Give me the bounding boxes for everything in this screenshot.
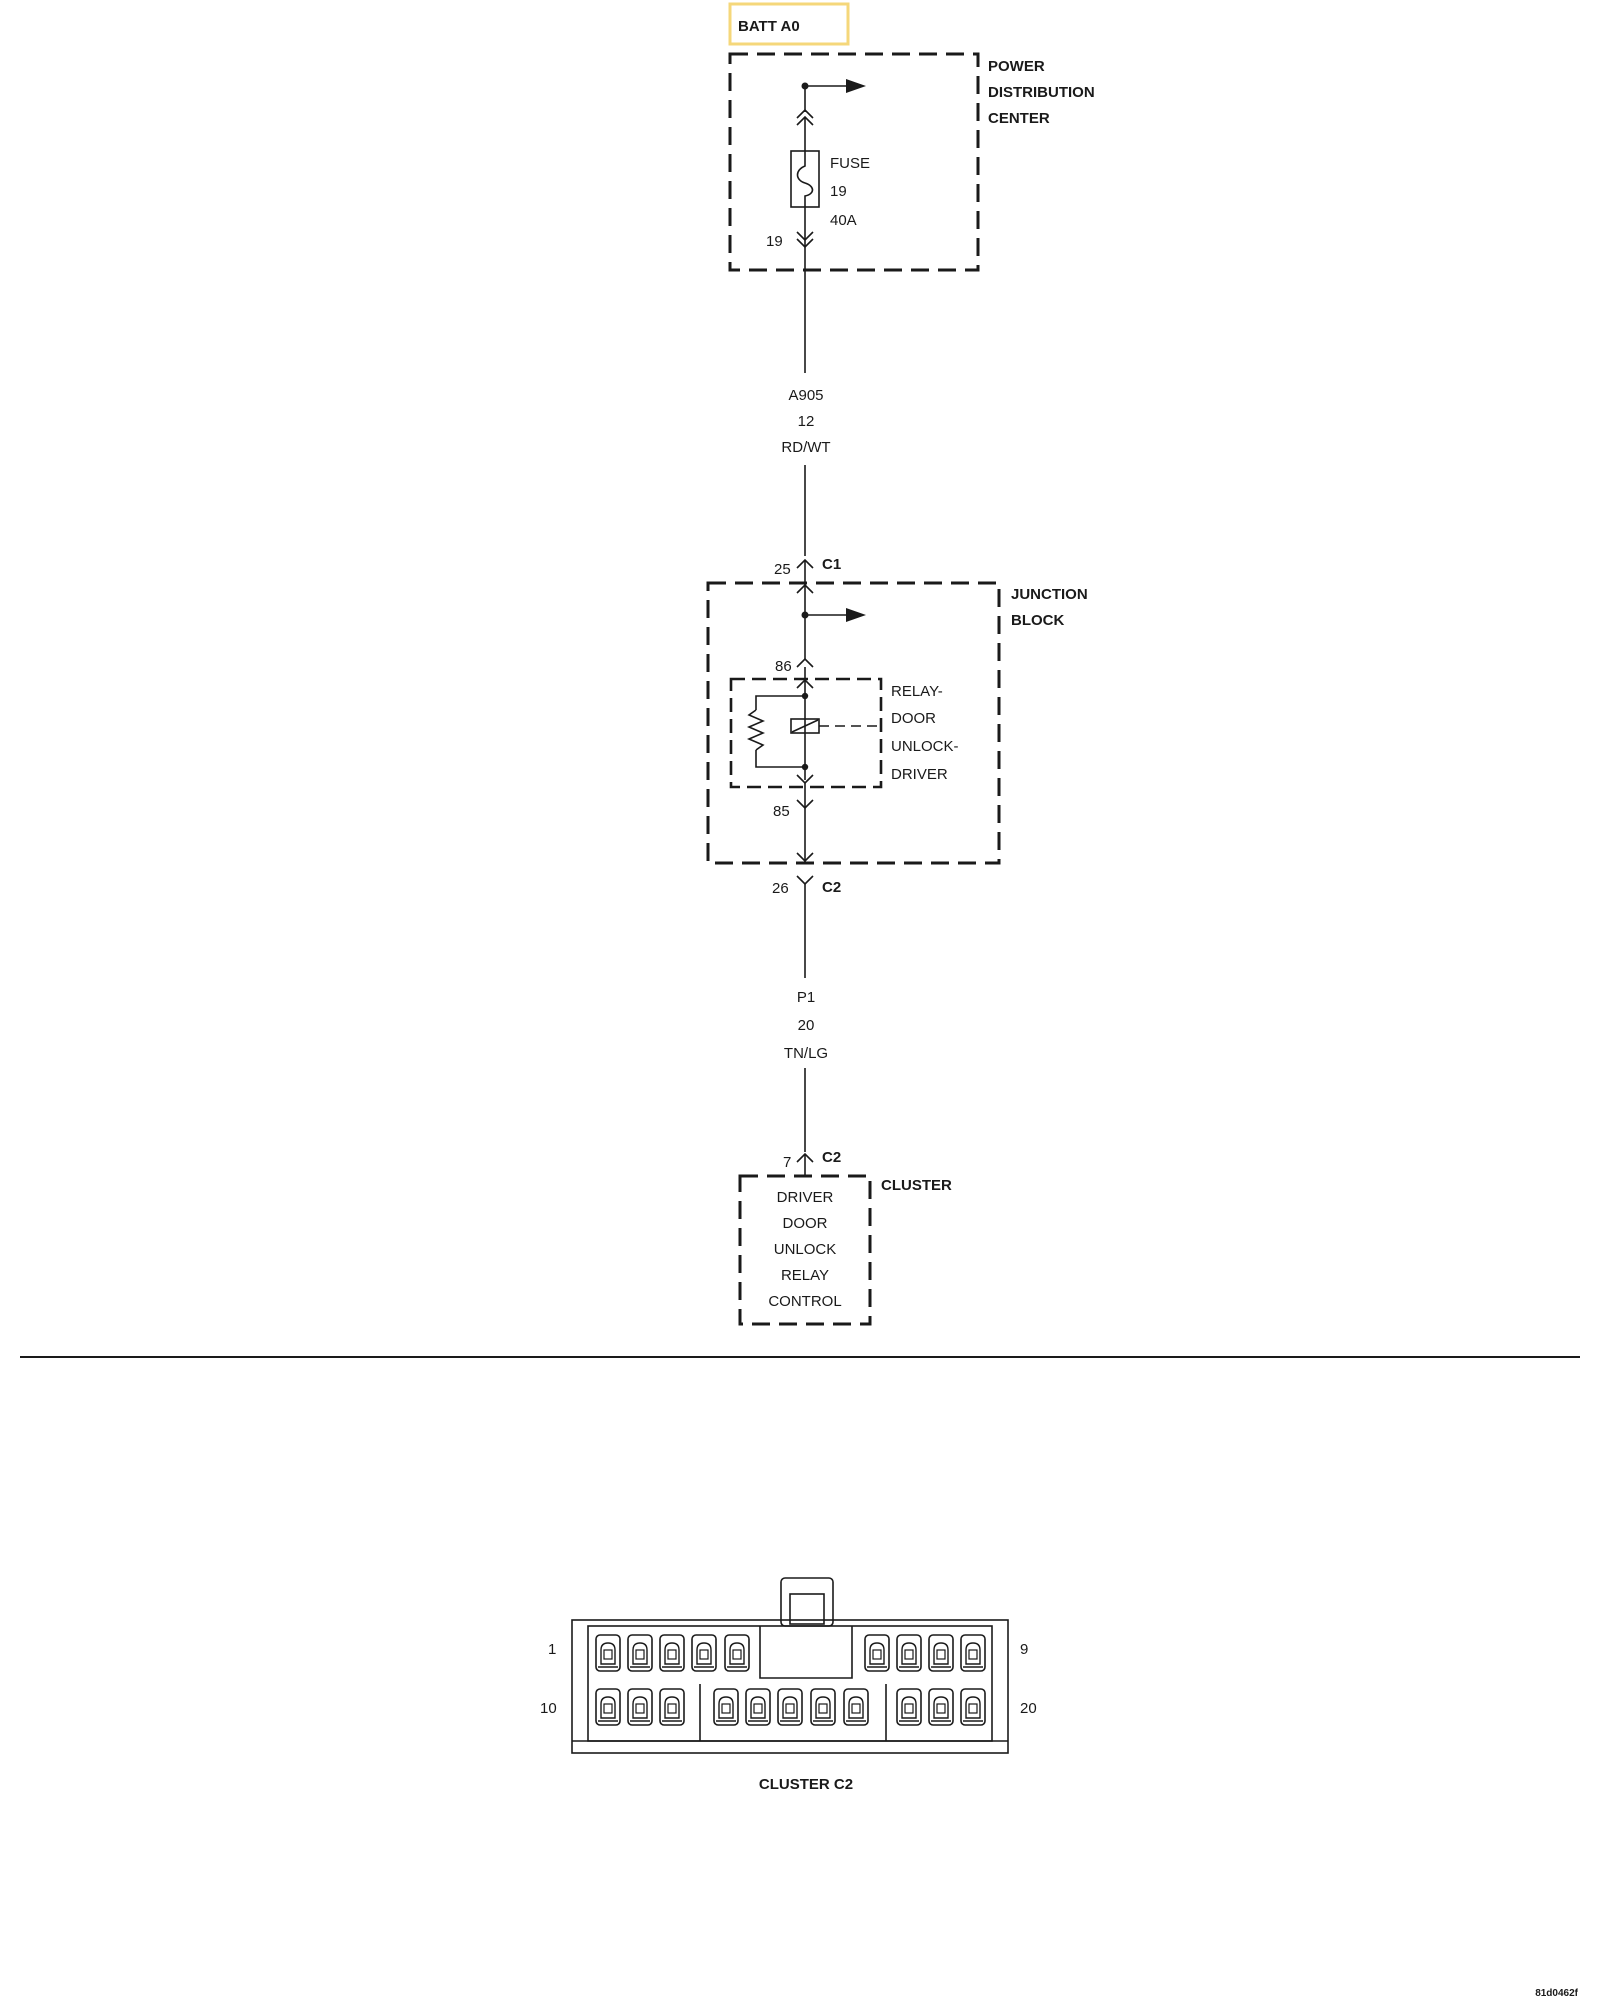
jb-title-line-1: JUNCTION xyxy=(1011,586,1088,603)
connector-cavity-20 xyxy=(960,1688,986,1726)
connector-cavity-8 xyxy=(928,1634,954,1672)
cluster-function-line-2: DOOR xyxy=(783,1215,828,1232)
relay-label-line-4: DRIVER xyxy=(891,766,948,783)
relay-label-line-1: RELAY- xyxy=(891,683,943,700)
connector-cavity-2 xyxy=(627,1634,653,1672)
wire-a905-color: RD/WT xyxy=(781,439,830,456)
battery-label: BATT A0 xyxy=(738,18,800,35)
junction-block: 25 C1 JUNCTION BLOCK 86 RELAY- DOOR UNLO… xyxy=(706,556,1088,897)
relay-label-line-3: UNLOCK- xyxy=(891,738,959,755)
relay-pin85-chevron xyxy=(796,799,814,810)
jb-bottom-chevron-icon xyxy=(796,852,814,863)
wire-p1-gauge: 20 xyxy=(798,1017,815,1034)
pdc-cavity-number: 19 xyxy=(766,233,783,250)
relay-pin86-chevron xyxy=(796,657,814,668)
connector-keyway xyxy=(759,1626,853,1679)
connector-latch-icon xyxy=(780,1577,834,1627)
connector-cavity-15 xyxy=(777,1688,803,1726)
connector-cavity-12 xyxy=(659,1688,685,1726)
jb-c1-connector-label: C1 xyxy=(822,556,841,573)
jb-c2-pin-number: 26 xyxy=(772,880,789,897)
cluster-function-line-4: RELAY xyxy=(781,1267,829,1284)
connector-cavity-4 xyxy=(691,1634,717,1672)
wire-p1: P1 20 TN/LG xyxy=(784,884,828,1152)
jb-c2-connector-label: C2 xyxy=(822,879,841,896)
connector-cavity-7 xyxy=(896,1634,922,1672)
wire-a905: A905 12 RD/WT xyxy=(781,246,831,556)
wire-p1-color: TN/LG xyxy=(784,1045,828,1062)
connector-cavities xyxy=(595,1634,986,1726)
relay-label-line-2: DOOR xyxy=(891,710,936,727)
pdc-title-line-2: DISTRIBUTION xyxy=(988,84,1095,101)
cluster-function-line-1: DRIVER xyxy=(777,1189,834,1206)
connector-pin-label-9: 9 xyxy=(1020,1641,1028,1658)
fuse-element-icon xyxy=(796,151,814,207)
connector-cavity-1 xyxy=(595,1634,621,1672)
relay-coil-diagonal xyxy=(791,719,819,733)
pdc-connector-upper-chevron-1 xyxy=(796,108,814,119)
connector-cavity-11 xyxy=(627,1688,653,1726)
wire-a905-gauge: 12 xyxy=(798,413,815,430)
cluster: 7 C2 CLUSTER DRIVER DOOR UNLOCK RELAY CO… xyxy=(738,1149,952,1326)
jb-branch-arrow-icon xyxy=(846,608,866,622)
wire-p1-circuit: P1 xyxy=(797,989,815,1006)
cluster-pin-number: 7 xyxy=(783,1154,791,1171)
relay-resistor-icon xyxy=(746,709,766,751)
junction-block-outline xyxy=(706,581,1001,865)
cluster-title: CLUSTER xyxy=(881,1177,952,1194)
connector-pin-label-10: 10 xyxy=(540,1700,557,1717)
jb-bus-chevron-icon xyxy=(796,583,814,594)
pdc-connector-lower-chevron-1 xyxy=(796,231,814,242)
connector-pin-label-1: 1 xyxy=(548,1641,556,1658)
connector-cavity-16 xyxy=(810,1688,836,1726)
pdc-outline xyxy=(728,52,980,272)
figure-id: 81d0462f xyxy=(1535,1988,1578,1999)
connector-cavity-5 xyxy=(724,1634,750,1672)
pdc-branch-arrow-icon xyxy=(846,79,866,93)
relay-outline xyxy=(729,677,883,789)
connector-caption: CLUSTER C2 xyxy=(759,1776,853,1793)
fuse-number: 19 xyxy=(830,183,847,200)
fuse-rating: 40A xyxy=(830,212,857,229)
relay-top-chevron-icon xyxy=(796,678,814,689)
relay-resistor-loop-wire xyxy=(755,695,805,710)
jb-c1-pin-number: 25 xyxy=(774,561,791,578)
relay-resistor-return-wire xyxy=(755,750,805,768)
fuse-label: FUSE xyxy=(830,155,870,172)
relay-pin86-number: 86 xyxy=(775,658,792,675)
pdc-title-line-3: CENTER xyxy=(988,110,1050,127)
connector-cavity-19 xyxy=(928,1688,954,1726)
battery-source: BATT A0 xyxy=(728,2,850,46)
pdc-title-line-1: POWER xyxy=(988,58,1045,75)
connector-cavity-9 xyxy=(960,1634,986,1672)
connector-latch-slot xyxy=(789,1593,825,1625)
connector-cavity-18 xyxy=(896,1688,922,1726)
connector-cavity-10 xyxy=(595,1688,621,1726)
cluster-function-line-3: UNLOCK xyxy=(774,1241,837,1258)
battery-label-box xyxy=(728,2,850,46)
connector-cavity-17 xyxy=(843,1688,869,1726)
jb-title-line-2: BLOCK xyxy=(1011,612,1064,629)
jb-c2-connector-chevron xyxy=(796,875,814,886)
cluster-outline xyxy=(738,1174,872,1326)
cluster-function-line-5: CONTROL xyxy=(768,1293,841,1310)
connector-cavity-13 xyxy=(713,1688,739,1726)
cluster-c2-connector-view: 1 9 10 20 CLUSTER C2 xyxy=(540,1577,1037,1793)
connector-cavity-14 xyxy=(745,1688,771,1726)
cluster-connector-label: C2 xyxy=(822,1149,841,1166)
wire-a905-circuit: A905 xyxy=(788,387,823,404)
power-distribution-center: POWER DISTRIBUTION CENTER FUSE 19 40A 19 xyxy=(728,52,1095,272)
connector-cavity-6 xyxy=(864,1634,890,1672)
connector-cavity-3 xyxy=(659,1634,685,1672)
connector-pin-label-20: 20 xyxy=(1020,1700,1037,1717)
relay-pin85-number: 85 xyxy=(773,803,790,820)
